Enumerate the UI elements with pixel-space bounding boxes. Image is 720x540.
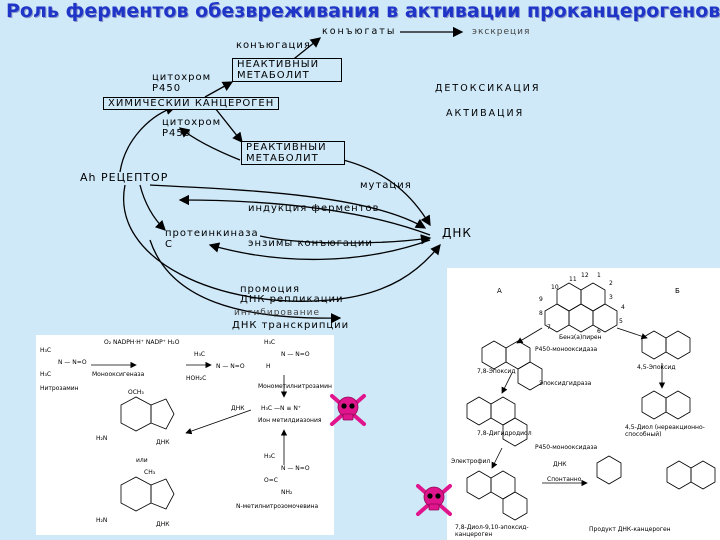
h3c-1: H₃C <box>40 347 52 354</box>
skull-crossbones-icon <box>330 394 366 426</box>
dna-label: ДНК <box>442 226 472 240</box>
benzopyrene-scheme-panel: 12 1 2 11 3 10 9 4 8 5 7 6 А Б Бенз(а)пи… <box>447 268 720 540</box>
dihydrodiol-label: 7,8-Дигидродиол <box>477 430 532 437</box>
dna-left-1: ДНК <box>231 405 245 412</box>
conjugation-enzymes-label: энзимы конъюгации <box>248 238 373 249</box>
protein-kinase-label: протеинкиназа С <box>165 228 259 250</box>
ring-number-8: 8 <box>539 310 543 317</box>
inhibition-label: ингибирование <box>234 308 321 318</box>
ring-number-2: 2 <box>609 280 613 287</box>
or-label: или <box>136 457 148 464</box>
ring-number-3: 3 <box>609 294 613 301</box>
skull-crossbones-icon <box>416 484 452 516</box>
ring-number-12: 12 <box>581 272 589 279</box>
chemical-carcinogen-box: ХИМИЧЕСКИЙ КАНЦЕРОГЕН <box>103 97 280 110</box>
n-n-o-4: N — N=O <box>281 465 310 472</box>
ring-number-11: 11 <box>569 276 577 283</box>
ring-number-4: 4 <box>621 304 625 311</box>
h3c-5: H₃C <box>264 453 276 460</box>
och3: OCH₃ <box>128 389 144 396</box>
enzyme-induction-label: индукция ферментов <box>248 203 380 214</box>
benzopyrene-label: Бенз(а)пирен <box>559 334 602 341</box>
dna-left-2: ДНК <box>156 439 170 446</box>
activation-label: АКТИВАЦИЯ <box>446 108 525 119</box>
monooxygenase-label: Монооксигеназа <box>92 371 145 378</box>
n-n-o-1: N — N=O <box>58 359 87 366</box>
reactive-metabolite-box: РЕАКТИВНЫЙ МЕТАБОЛИТ <box>241 141 345 165</box>
epoxide-hydrolase-label: Эпоксидгидраза <box>539 380 592 387</box>
p450-mono2-label: P450-монооксидаза <box>535 444 598 451</box>
ring-number-1: 1 <box>597 272 601 279</box>
n-n-o-2: N — N=O <box>216 363 245 370</box>
h-1: H <box>266 363 271 370</box>
diol45-label: 4,5-Диол (нереакционно-способный) <box>625 424 705 438</box>
diolepoxide-label: 7,8-Диол-9,10-эпоксид-канцероген <box>455 524 529 538</box>
cytochrome-label-1: цитохром Р450 <box>152 72 212 94</box>
epoxide45-label: 4,5-Эпоксид <box>637 364 676 371</box>
adduct-label: Продукт ДНК-канцероген <box>589 526 671 533</box>
ring-number-6: 6 <box>597 328 601 335</box>
page-title: Роль ферментов обезвреживания в активаци… <box>6 0 720 22</box>
reagents-label: O₂ NADPH·H⁺ NADP⁺ H₂O <box>104 339 180 346</box>
hoh2c: HOH₂C <box>186 375 207 382</box>
h3c-4: H₃C <box>264 339 276 346</box>
ring-number-5: 5 <box>619 318 623 325</box>
spontaneous-label: Спонтанно <box>547 476 582 483</box>
panel-label-b: Б <box>675 287 680 295</box>
dna-right-label: ДНК <box>553 461 567 468</box>
mutation-label: мутация <box>360 180 412 191</box>
methyldiazonium-label: Ион метилдиазония <box>258 417 322 424</box>
detox-label: ДЕТОКСИКАЦИЯ <box>435 83 541 94</box>
ah-receptor-label: Ah РЕЦЕПТОР <box>80 171 169 184</box>
h3c-3: H₃C <box>194 351 206 358</box>
h3c-2: H₃C <box>40 371 52 378</box>
epoxide78-label: 7,8-Эпоксид <box>477 368 516 375</box>
inactive-metabolite-box: НЕАКТИВНЫЙ МЕТАБОЛИТ <box>232 58 342 82</box>
dna-left-3: ДНК <box>156 521 170 528</box>
promotion-label: промоция <box>240 284 300 295</box>
n-n-o-3: N — N=O <box>281 351 310 358</box>
conjugation-label: конъюгация <box>236 40 311 51</box>
p450-mono-label: P450-монооксидаза <box>535 346 598 353</box>
cytochrome-label-2: цитохром Р450 <box>162 117 222 139</box>
electrophile-label: Электрофил <box>451 458 491 465</box>
monomethylnitrosamine-label: Монометилнитрозамин <box>258 383 332 390</box>
excretion-label: экскреция <box>472 27 531 37</box>
ring-number-9: 9 <box>539 296 543 303</box>
methylnitrosourea-label: N-метилнитрозомочевина <box>236 503 319 510</box>
ring-number-7: 7 <box>547 324 551 331</box>
methyldiazonium-formula: H₃C —N ≡ N⁺ <box>261 405 301 412</box>
nitrosamine-label: Нитрозамин <box>40 385 79 392</box>
ring-number-10: 10 <box>551 284 559 291</box>
nitrosamine-scheme-panel: O₂ NADPH·H⁺ NADP⁺ H₂O H₃C N — N=O H₃C Мо… <box>36 335 334 535</box>
oc: O=C <box>264 477 278 484</box>
ch3: CH₃ <box>144 469 156 476</box>
conjugates-label: конъюгаты <box>322 26 397 37</box>
panel-label-a: А <box>497 287 502 295</box>
dna-transcription-label: ДНК транскрипции <box>232 320 350 331</box>
nh2: NH₂ <box>281 489 293 496</box>
h2n-2: H₂N <box>96 517 108 524</box>
h2n-1: H₂N <box>96 435 108 442</box>
dna-replication-label: ДНК репликации <box>240 294 344 305</box>
